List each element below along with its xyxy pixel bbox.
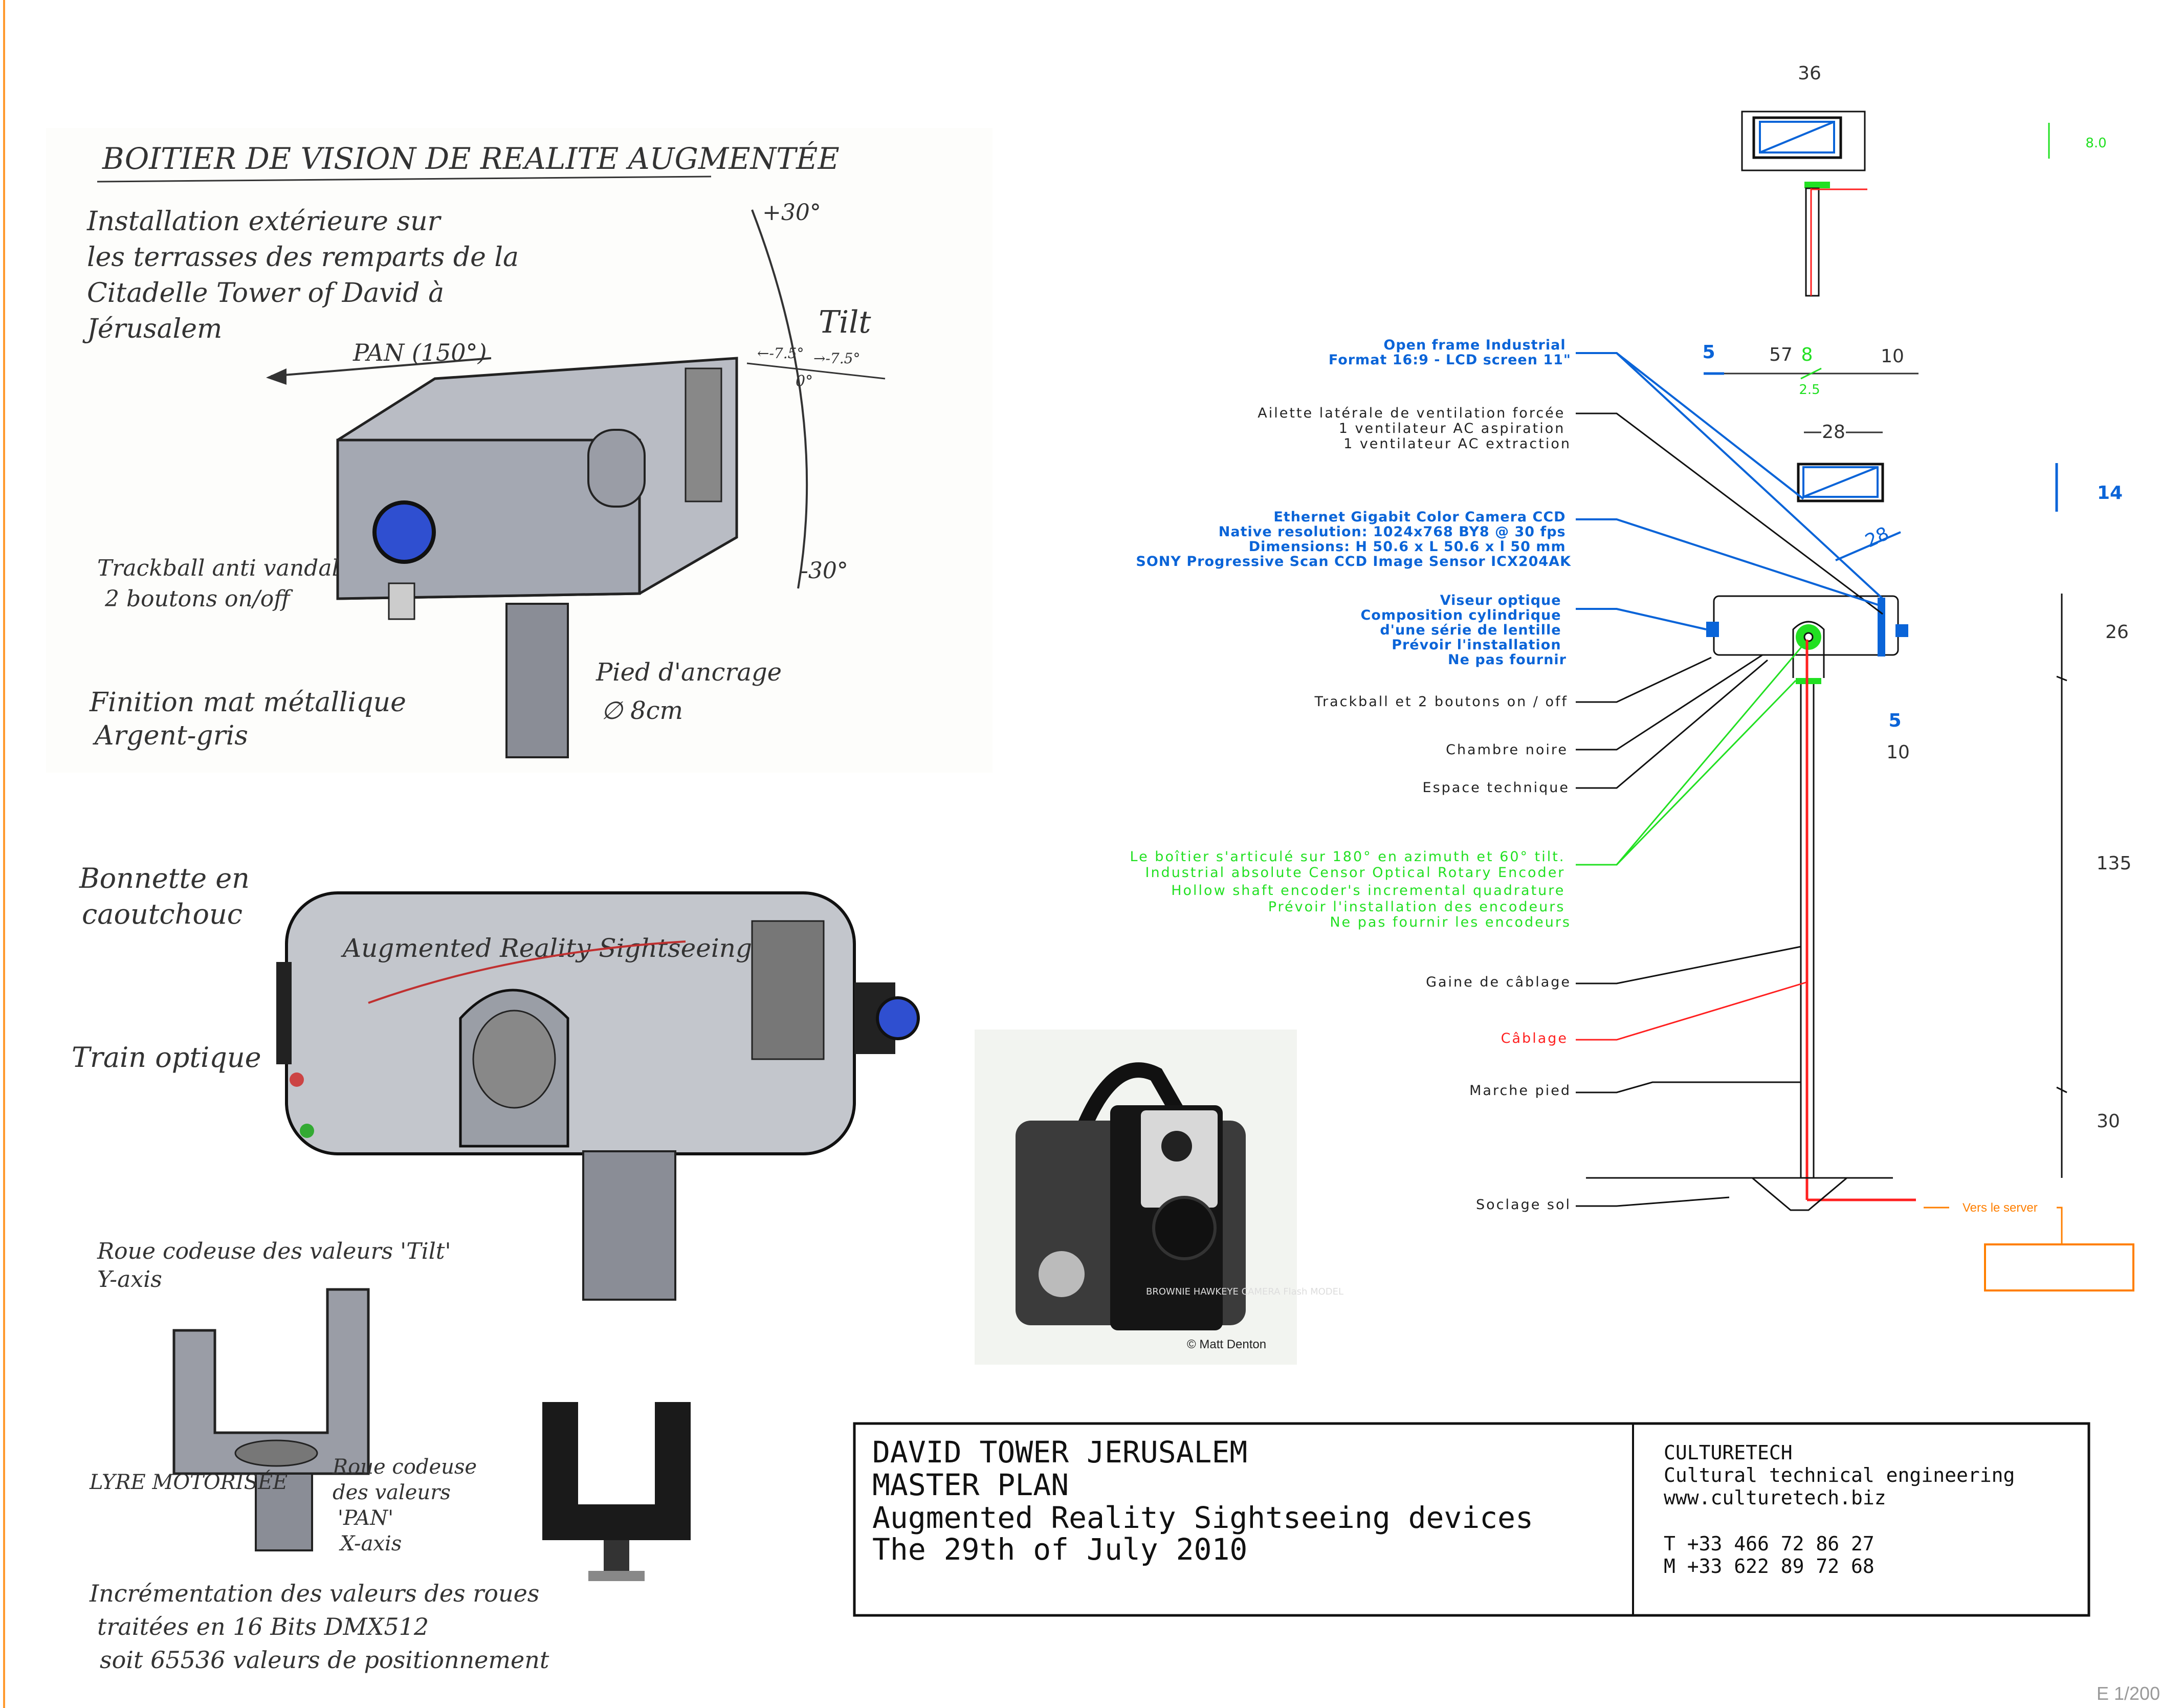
scale-label: E 1/200 bbox=[2097, 1683, 2160, 1704]
offset-right: →-7.5° bbox=[813, 350, 860, 367]
dimensions: 36 8.0 5 57 8 10 2.5 28 14 28 26 5 10 13… bbox=[1702, 63, 2131, 1132]
pan-label: PAN (150°) bbox=[352, 339, 487, 366]
encoder-note: Le boîtier s'articulé sur 180° en azimut… bbox=[1130, 849, 1571, 930]
cabling-label: Câblage bbox=[1501, 1031, 1568, 1046]
photo-credit: © Matt Denton bbox=[1187, 1338, 1266, 1351]
foot-note: Pied d'ancrage ∅ 8cm bbox=[596, 658, 789, 725]
screen-note: Open frame Industrial Format 16:9 - LCD … bbox=[1329, 337, 1571, 368]
location-note: Installation extérieure sur les terrasse… bbox=[82, 206, 527, 344]
darkroom-label: Chambre noire bbox=[1446, 742, 1568, 758]
company-info: CULTURETECH Cultural technical engineeri… bbox=[1664, 1441, 2026, 1578]
cad-drawing bbox=[1576, 111, 2134, 1291]
base-label: Soclage sol bbox=[1476, 1197, 1571, 1213]
server-label: Vers le server bbox=[1962, 1201, 2038, 1215]
sketch-top-view: BOITIER DE VISION DE REALITE AUGMENTÉE I… bbox=[46, 128, 993, 773]
viewer-note: Viseur optique Composition cylindrique d… bbox=[1360, 593, 1567, 668]
trackball-note: Trackball anti vandal 2 boutons on/off bbox=[97, 555, 346, 612]
dim-30: 30 bbox=[2097, 1111, 2120, 1132]
conduit-label: Gaine de câblage bbox=[1426, 974, 1571, 990]
dim-26: 26 bbox=[2105, 622, 2129, 643]
lens-icon bbox=[372, 500, 436, 564]
tilt-wheel-note: Roue codeuse des valeurs 'Tilt' Y-axis bbox=[97, 1238, 458, 1293]
pan-wheel-note: Roue codeuse des valeurs 'PAN' X-axis bbox=[332, 1455, 483, 1556]
dim-5-b: 5 bbox=[1888, 710, 1901, 731]
sketch-title: BOITIER DE VISION DE REALITE AUGMENTÉE bbox=[102, 141, 840, 176]
dim-28: 28 bbox=[1822, 422, 1845, 443]
annotations: Open frame Industrial Format 16:9 - LCD … bbox=[1130, 337, 1571, 1213]
lyre-label: LYRE MOTORISÉE bbox=[89, 1470, 288, 1494]
tech-space-label: Espace technique bbox=[1423, 780, 1570, 796]
dim-10: 10 bbox=[1881, 346, 1904, 367]
increment-note: Incrémentation des valeurs des roues tra… bbox=[89, 1580, 549, 1674]
dim-36: 36 bbox=[1798, 63, 1821, 84]
brownie-camera-photo: BROWNIE HAWKEYE CAMERA Flash MODEL © Mat… bbox=[975, 1030, 1343, 1365]
sketch-lyre: Roue codeuse des valeurs 'Tilt' Y-axis L… bbox=[89, 1238, 549, 1674]
brand-script: Augmented Reality Sightseeing bbox=[341, 933, 752, 963]
bracket-photo bbox=[542, 1402, 691, 1581]
step-label: Marche pied bbox=[1469, 1083, 1571, 1099]
dim-14: 14 bbox=[2097, 483, 2123, 503]
dim-2-5: 2.5 bbox=[1799, 382, 1820, 398]
dim-8-0: 8.0 bbox=[2085, 136, 2106, 151]
optics-note: Train optique bbox=[72, 1041, 261, 1074]
trackball-label: Trackball et 2 boutons on / off bbox=[1314, 694, 1568, 710]
tilt-down-label: -30° bbox=[801, 558, 848, 584]
vent-note: Ailette latérale de ventilation forcée 1… bbox=[1258, 405, 1571, 452]
hood-note: Bonnette en caoutchouc bbox=[79, 862, 258, 930]
camera-logo: BROWNIE HAWKEYE CAMERA Flash MODEL bbox=[1146, 1286, 1343, 1297]
dim-57: 57 bbox=[1769, 344, 1793, 365]
tilt-label: Tilt bbox=[819, 304, 871, 340]
dim-8: 8 bbox=[1801, 344, 1813, 365]
offset-left: ←-7.5° bbox=[757, 345, 804, 362]
zero-label: 0° bbox=[796, 373, 813, 390]
sketch-side-view: Bonnette en caoutchouc Train optique Aug… bbox=[72, 862, 920, 1301]
finish-note: Finition mat métallique Argent-gris bbox=[89, 687, 414, 751]
tilt-up-label: +30° bbox=[762, 200, 821, 226]
dim-10-b: 10 bbox=[1886, 742, 1910, 763]
title-block: DAVID TOWER JERUSALEM MASTER PLAN Augmen… bbox=[853, 1422, 2090, 1617]
camera-note: Ethernet Gigabit Color Camera CCD Native… bbox=[1136, 509, 1571, 570]
project-title: DAVID TOWER JERUSALEM MASTER PLAN Augmen… bbox=[872, 1435, 1551, 1567]
dim-5: 5 bbox=[1702, 342, 1715, 363]
dim-135: 135 bbox=[2097, 853, 2132, 874]
